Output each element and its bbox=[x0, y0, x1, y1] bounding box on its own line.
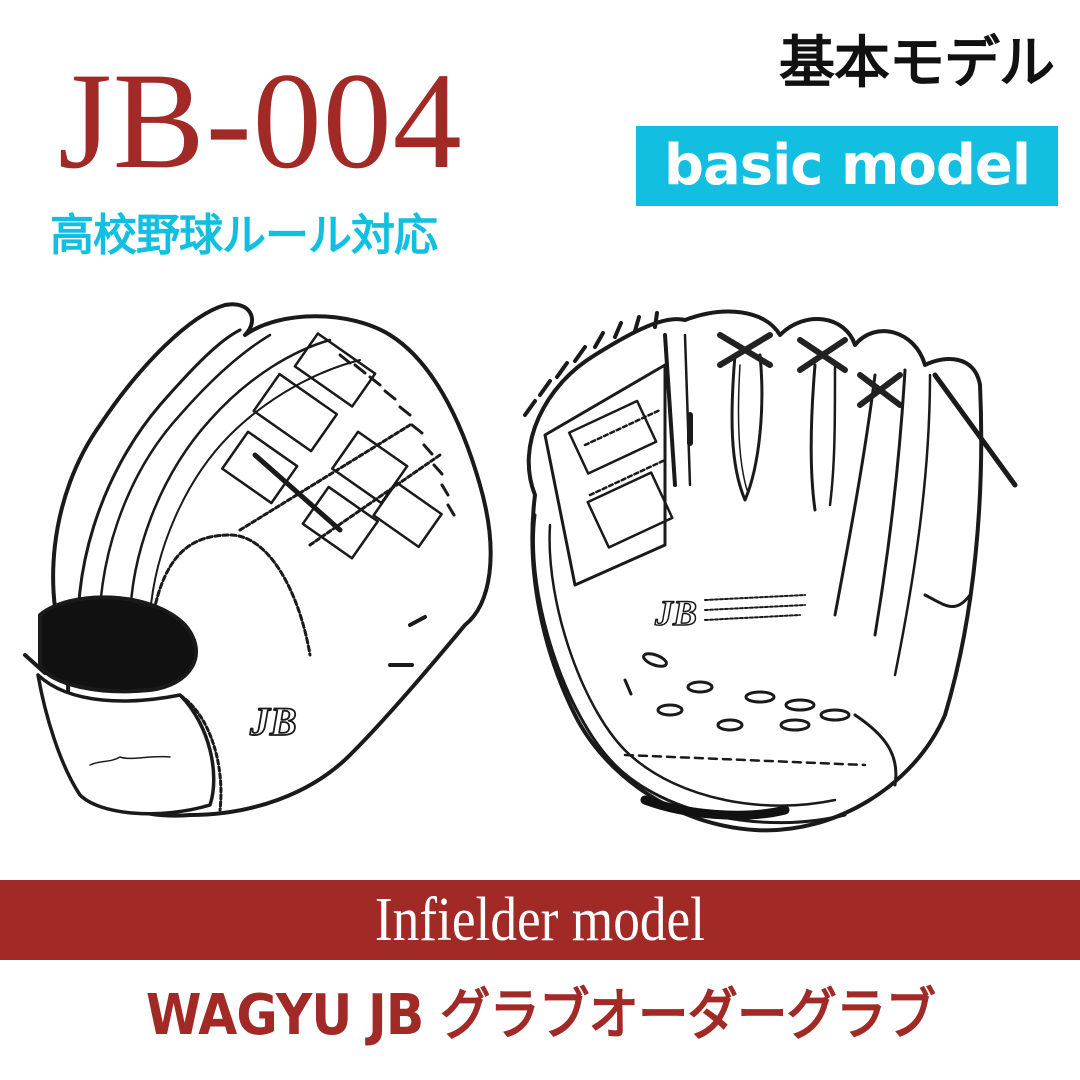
glove-pocket-view-illustration: JB bbox=[523, 309, 1018, 833]
model-code: JB-004 bbox=[58, 44, 463, 197]
jb-logo-stamp: JB bbox=[654, 593, 697, 633]
brand-text: WAGYU JB グラブオーダーグラブ bbox=[145, 983, 935, 1048]
brand-footer: WAGYU JB グラブオーダーグラブ bbox=[0, 988, 1080, 1044]
model-type-en: basic model bbox=[663, 133, 1031, 198]
rule-compliance-note: 高校野球ルール対応 bbox=[50, 210, 438, 261]
model-type-jp: 基本モデル bbox=[779, 31, 1055, 96]
model-type-badge: basic model bbox=[636, 126, 1058, 206]
glove-back-view-illustration: JB bbox=[23, 302, 493, 818]
jb-logo: JB bbox=[249, 699, 297, 744]
position-band: Infielder model bbox=[0, 880, 1080, 960]
position-label: Infielder model bbox=[374, 886, 706, 954]
